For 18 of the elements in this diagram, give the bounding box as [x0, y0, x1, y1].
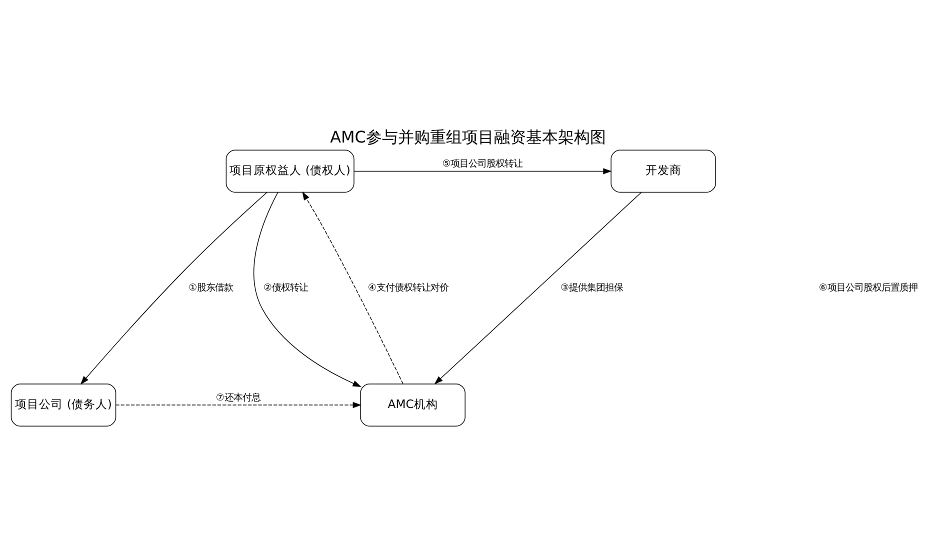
node-box: AMC机构 — [360, 384, 466, 426]
edge-label: ④支付债权转让对价 — [368, 282, 448, 294]
arrow — [254, 192, 362, 387]
arrow — [354, 168, 612, 174]
arrow — [115, 402, 362, 408]
label: ⑥项目公司股权后置质押 — [818, 282, 918, 294]
arrow — [434, 192, 642, 384]
node-box: 开发商 — [610, 150, 716, 193]
edge-label: ⑦还本付息 — [216, 392, 260, 404]
node-box: 项目公司 (债务人) — [10, 384, 116, 426]
edge-label: ⑤项目公司股权转让 — [442, 158, 523, 170]
node-box: 项目原权益人 (债权人) — [226, 150, 354, 193]
arrow — [80, 192, 268, 385]
edge-label: ②债权转让 — [263, 282, 308, 294]
edge-label: ①股东借款 — [188, 282, 234, 294]
diagram-title: AMC参与并购重组项目融资基本架构图 — [330, 128, 606, 147]
edge-label: ③提供集团担保 — [560, 282, 624, 294]
arrow — [302, 192, 404, 384]
